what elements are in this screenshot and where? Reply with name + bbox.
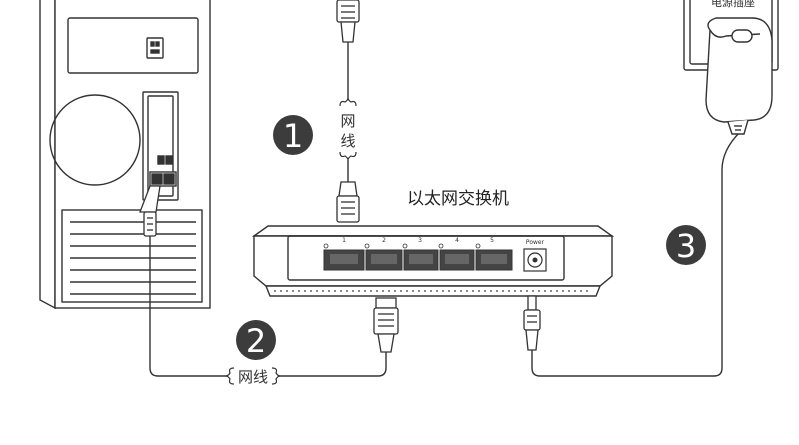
- step-number-1: 1: [283, 117, 303, 155]
- switch-label: 以太网交换机: [407, 189, 509, 209]
- switch-base-dots: [274, 290, 588, 292]
- top-cable-label-2: 线: [340, 132, 355, 150]
- bottom-label-bracket-right: [271, 367, 281, 385]
- power-adapter: [705, 17, 773, 135]
- step-number-3: 3: [676, 227, 696, 265]
- top-ethernet-plug: [336, 0, 360, 43]
- switch-port-2: 2: [364, 237, 403, 271]
- switch-port-5: 5: [475, 237, 513, 271]
- step-badge-3: 3: [666, 225, 706, 265]
- top-label-bracket-bottom: [339, 151, 357, 161]
- power-label: Power: [526, 239, 545, 246]
- bottom-label-bracket-left: [225, 367, 235, 385]
- top-cable-label-1: 网: [340, 112, 355, 130]
- top-label-bracket-top: [339, 97, 357, 107]
- switch-port-4: 4: [438, 237, 475, 271]
- port-number-5: 5: [490, 237, 494, 244]
- power-cable: [531, 131, 741, 377]
- computer-tower: [39, 0, 211, 310]
- step-badge-2: 2: [236, 320, 276, 360]
- top-cable-switch-plug: [336, 181, 360, 223]
- cable-computer-to-switch: [149, 236, 228, 377]
- cable-computer-to-switch-right: [278, 352, 387, 377]
- switch-bottom-ethernet-plug: [373, 297, 399, 353]
- switch-power-plug: [523, 295, 541, 351]
- outlet-label: 电源插座: [711, 0, 755, 9]
- switch-power-jack: Power: [523, 239, 547, 272]
- port-number-1: 1: [342, 237, 346, 244]
- port-number-2: 2: [382, 237, 386, 244]
- port-number-4: 4: [455, 237, 459, 244]
- switch-port-1: 1: [323, 237, 365, 271]
- computer-ethernet-plug: [139, 185, 161, 237]
- bottom-cable-label: 网线: [238, 368, 268, 386]
- step-number-2: 2: [246, 322, 266, 360]
- step-badge-1: 1: [273, 115, 313, 155]
- switch-port-3: 3: [402, 237, 439, 271]
- port-number-3: 3: [418, 237, 422, 244]
